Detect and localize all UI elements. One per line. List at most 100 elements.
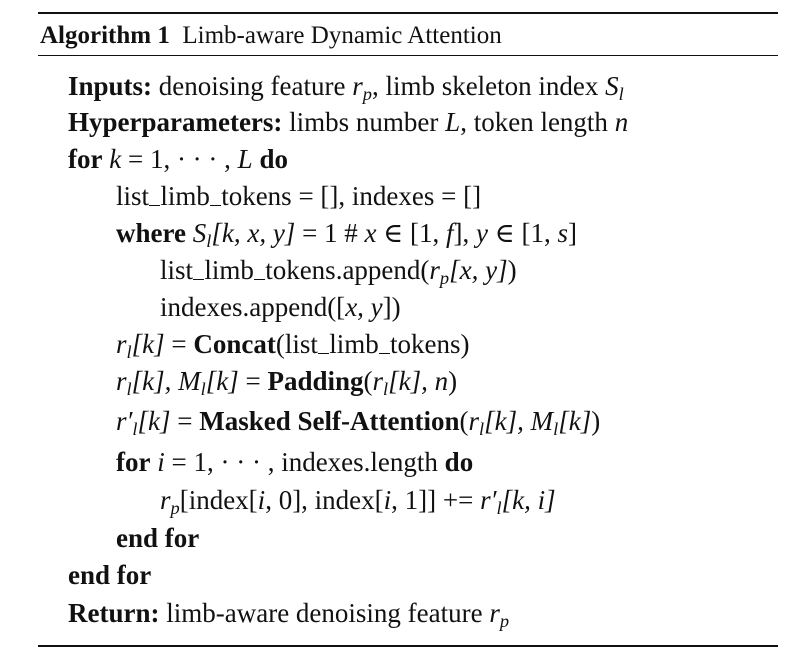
word-limb: limb bbox=[204, 255, 254, 285]
index-open: [index[ bbox=[179, 485, 258, 515]
keyword-where: where bbox=[116, 218, 186, 248]
inputs-text: denoising feature bbox=[152, 71, 353, 101]
sub-l: l bbox=[200, 379, 206, 400]
word-limb: limb bbox=[160, 181, 210, 211]
line-padding: rl[k], Ml[k] = Padding(rl[k], n) bbox=[116, 363, 457, 399]
line-return: Return: limb-aware denoising feature rp bbox=[68, 595, 509, 631]
inputs-text-2: , limb skeleton index bbox=[371, 71, 606, 101]
index-k: [k] bbox=[131, 329, 165, 359]
line-append-index: indexes.append([x, y]) bbox=[160, 289, 401, 325]
bottom-rule bbox=[38, 645, 778, 647]
var-r: r bbox=[160, 485, 171, 515]
underscore-glyph bbox=[193, 262, 205, 281]
var-k: k bbox=[102, 144, 122, 174]
for-range: = 1, · · · , indexes.length bbox=[164, 447, 438, 477]
paren-close: ) bbox=[448, 366, 458, 396]
var-r: r bbox=[468, 406, 480, 436]
paren-close: ) bbox=[591, 406, 601, 436]
word-list: list bbox=[284, 329, 318, 359]
index-k: [k] bbox=[558, 406, 592, 436]
var-r: r bbox=[116, 366, 127, 396]
index-k: [k], bbox=[131, 366, 179, 396]
sub-l: l bbox=[479, 419, 485, 440]
keyword-for: for bbox=[68, 144, 103, 174]
paren-open: ( bbox=[275, 329, 285, 359]
index-close: ]) bbox=[382, 292, 401, 322]
paren-open: ( bbox=[363, 366, 373, 396]
append-call: .append( bbox=[335, 255, 430, 285]
equals: = bbox=[164, 329, 194, 359]
var-s: s bbox=[557, 218, 569, 248]
keyword-do: do bbox=[252, 144, 288, 174]
line-concat: rl[k] = Concat(list limb tokens) bbox=[116, 326, 470, 362]
keyword-end-for: end for bbox=[116, 523, 200, 553]
line-where: where Sl[k, x, y] = 1 # x ∈ [1, f], y ∈ … bbox=[116, 215, 577, 251]
where-in-1: ∈ [1, bbox=[376, 218, 447, 248]
indexes-append: indexes.append([ bbox=[160, 292, 346, 322]
var-y: y bbox=[476, 218, 489, 248]
word-limb: limb bbox=[329, 329, 379, 359]
top-rule bbox=[38, 12, 778, 14]
line-end-for-inner: end for bbox=[116, 520, 199, 556]
sub-l: l bbox=[553, 419, 559, 440]
underscore-glyph bbox=[253, 262, 266, 281]
for-range: = 1, · · · , bbox=[121, 144, 238, 174]
var-x: x bbox=[364, 218, 377, 248]
keyword-masked-self-attention: Masked Self-Attention bbox=[199, 406, 460, 436]
var-r-prime: r′ bbox=[480, 485, 497, 515]
sub-p: p bbox=[362, 84, 372, 105]
header-rule bbox=[38, 55, 778, 56]
var-i: i bbox=[383, 485, 392, 515]
line-accumulate: rp[index[i, 0], index[i, 1]] += r′l[k, i… bbox=[160, 482, 556, 518]
where-in-2: ∈ [1, bbox=[488, 218, 558, 248]
index-k: [k] bbox=[205, 366, 239, 396]
word-list: list bbox=[116, 181, 150, 211]
keyword-concat: Concat bbox=[193, 329, 276, 359]
paren-close: ) bbox=[460, 329, 470, 359]
sub-l: l bbox=[618, 84, 624, 105]
line-for-i: for i = 1, · · · , indexes.length do bbox=[116, 444, 473, 480]
line-hyperparameters: Hyperparameters: limbs number L, token l… bbox=[68, 104, 628, 140]
underscore-glyph bbox=[378, 336, 391, 355]
underscore-glyph bbox=[149, 188, 161, 207]
line-init-lists: list limb tokens = [], indexes = [] bbox=[116, 178, 481, 214]
var-r: r bbox=[489, 598, 500, 628]
keyword-inputs: Inputs: bbox=[68, 71, 153, 101]
var-L: L bbox=[445, 107, 461, 137]
line-for-k: for k = 1, · · · , L do bbox=[68, 141, 288, 177]
keyword-do: do bbox=[437, 447, 474, 477]
keyword-for: for bbox=[116, 447, 151, 477]
return-text: limb-aware denoising feature bbox=[159, 598, 490, 628]
index-args: x, y bbox=[345, 292, 383, 322]
sub-l: l bbox=[206, 231, 212, 252]
where-eq: = 1 # bbox=[295, 218, 365, 248]
var-M: M bbox=[530, 406, 554, 436]
var-r: r bbox=[429, 255, 440, 285]
where-args: [k, x, y] bbox=[211, 218, 296, 248]
index-mid: , 0], index[ bbox=[265, 485, 384, 515]
sub-l: l bbox=[126, 342, 132, 363]
sub-p: p bbox=[170, 498, 180, 519]
init-rest: = [], indexes = [] bbox=[291, 181, 482, 211]
where-mid: ], bbox=[453, 218, 477, 248]
word-tokens: tokens bbox=[221, 181, 292, 211]
var-r: r bbox=[116, 329, 127, 359]
accum-args: [k, i] bbox=[501, 485, 556, 515]
word-tokens: tokens bbox=[390, 329, 461, 359]
word-list: list bbox=[160, 255, 194, 285]
keyword-return: Return: bbox=[68, 598, 160, 628]
line-inputs: Inputs: denoising feature rp, limb skele… bbox=[68, 68, 624, 104]
hyper-text: limbs number bbox=[282, 107, 446, 137]
var-r-prime: r′ bbox=[116, 406, 133, 436]
keyword-padding: Padding bbox=[267, 366, 364, 396]
sub-l: l bbox=[383, 379, 389, 400]
sub-p: p bbox=[499, 611, 510, 632]
var-L-end: L bbox=[237, 144, 253, 174]
sub-l: l bbox=[496, 498, 502, 519]
underscore-glyph bbox=[209, 188, 222, 207]
word-tokens: tokens bbox=[265, 255, 336, 285]
hyper-text-2: , token length bbox=[460, 107, 615, 137]
sub-p: p bbox=[439, 268, 450, 289]
sub-l: l bbox=[132, 419, 138, 440]
